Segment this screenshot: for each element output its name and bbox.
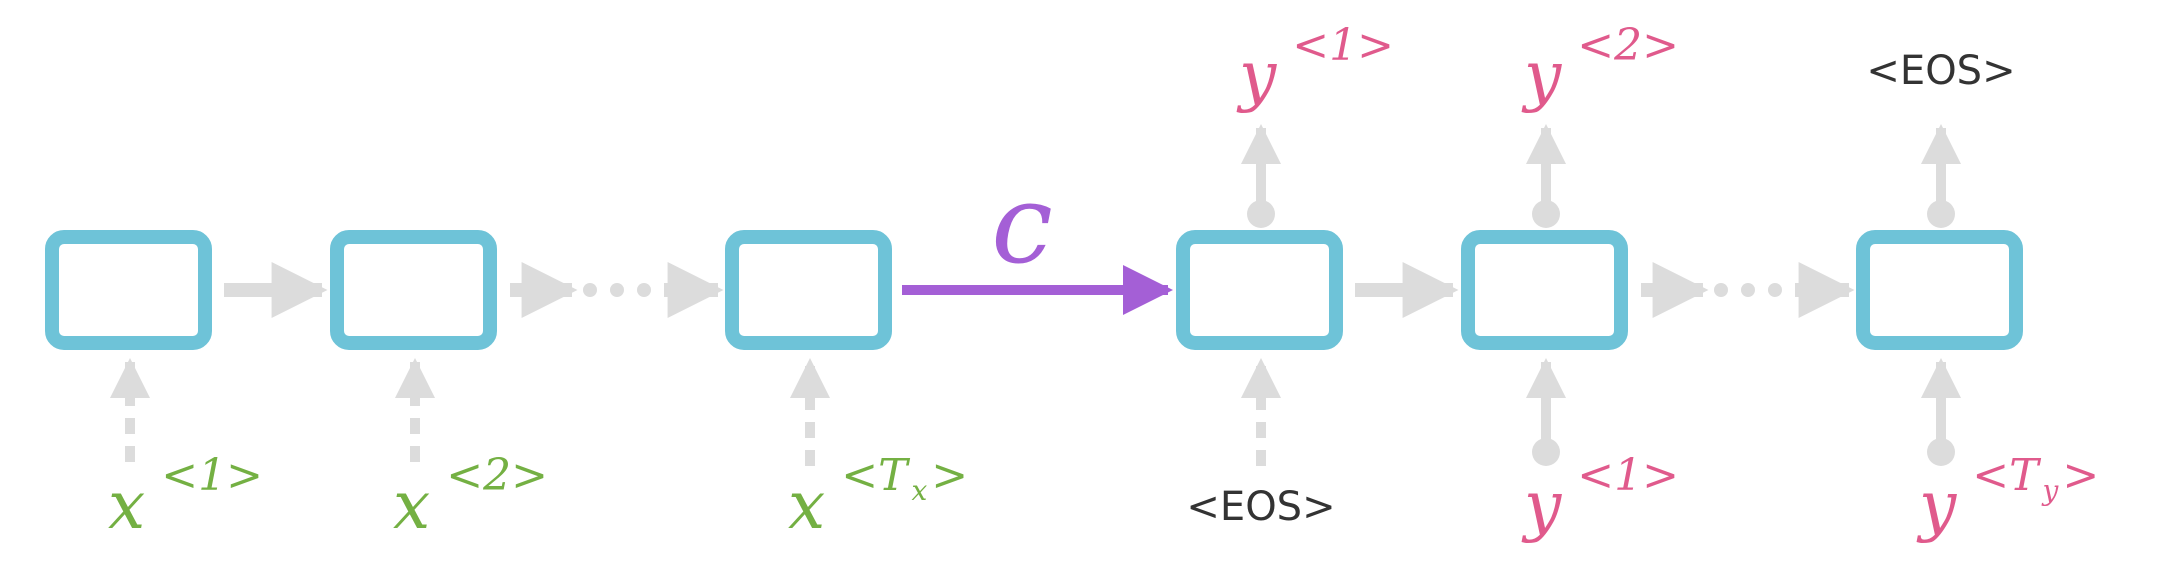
encoder-input-label-2: x <2>: [393, 450, 548, 544]
decoder-output-token-eos: <EOS>: [1866, 48, 2015, 94]
decoder-output-arrow-3: [1921, 124, 1961, 228]
decoder-output-arrow-1: [1241, 124, 1281, 228]
decoder-ellipsis: [1714, 283, 1782, 297]
encoder-cell-2: [330, 230, 497, 350]
encoder-cell-3: [725, 230, 892, 350]
decoder-input-label-2: y <1>: [1521, 450, 1679, 544]
encoder-input-label-1: x <1>: [108, 450, 263, 544]
decoder-input-arrow-2: [1526, 358, 1566, 466]
decoder-output-arrow-2: [1526, 124, 1566, 228]
encoder-cell-1: [45, 230, 212, 350]
context-label: c: [991, 160, 1053, 288]
decoder-cell-1: [1176, 230, 1343, 350]
encoder-ellipsis: [583, 283, 651, 297]
decoder-output-label-1: y <1>: [1236, 20, 1394, 114]
decoder-cell-3: [1856, 230, 2023, 350]
decoder-input-label-3: y <T y >: [1916, 450, 2099, 544]
decoder-input-arrow-3: [1921, 358, 1961, 466]
decoder-cell-2: [1461, 230, 1628, 350]
decoder-input-token-eos: <EOS>: [1186, 484, 1335, 530]
encoder-input-label-3: x <T x >: [788, 450, 968, 544]
decoder-output-label-2: y <2>: [1521, 20, 1679, 114]
